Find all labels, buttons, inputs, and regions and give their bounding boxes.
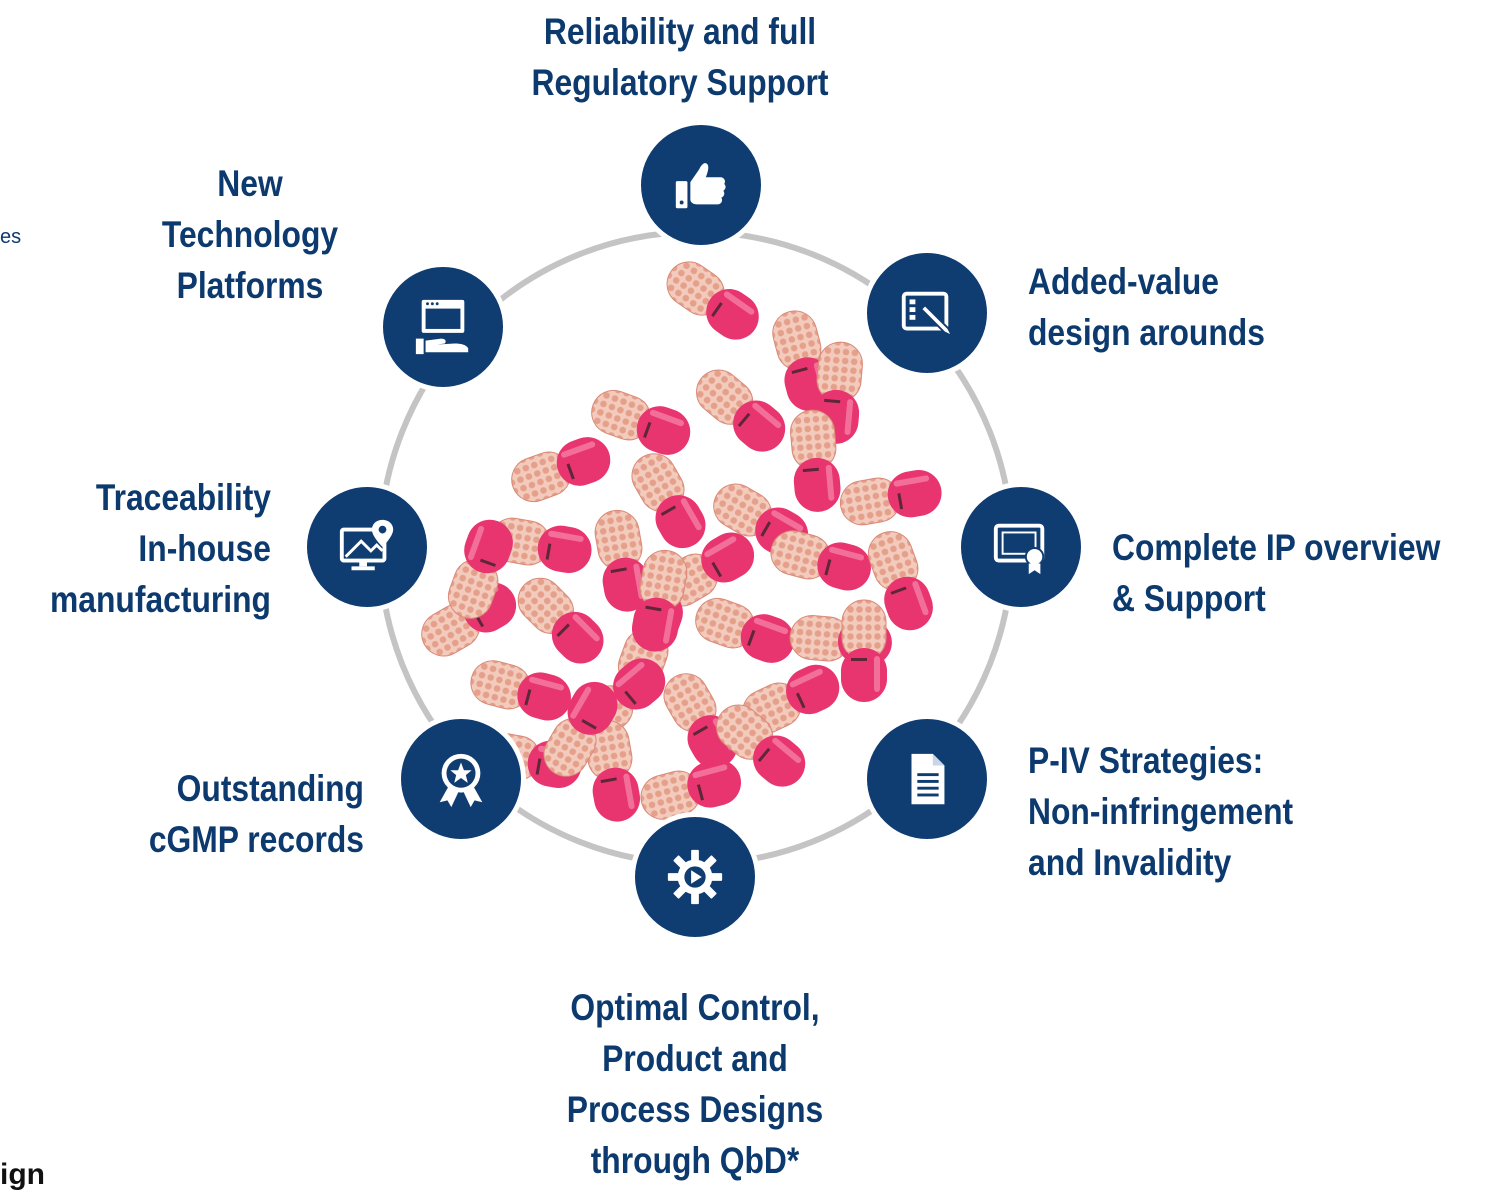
node-cgmp-records [396,714,526,844]
computer-hand-icon [415,299,469,355]
node-regulatory-support [636,120,766,250]
monitor-map-pin-icon [339,519,394,571]
node-qbd-designs [630,812,760,942]
award-star-icon [439,753,483,808]
node-ip-overview [956,482,1086,612]
pink-capsules-photo [421,261,942,822]
cut-off-text-top: es [0,226,22,248]
thumbs-up-icon [675,163,726,209]
label-ip-overview: Complete IP overview& Support [1112,527,1441,619]
node-traceability [302,482,432,612]
node-technology-platforms [378,262,508,392]
node-design-arounds [862,248,992,378]
certificate-icon [993,523,1045,575]
document-icon [911,753,945,805]
node-p-iv-strategies [862,714,992,844]
tablet-pen-icon [901,291,955,339]
gear-play-icon [667,849,723,905]
